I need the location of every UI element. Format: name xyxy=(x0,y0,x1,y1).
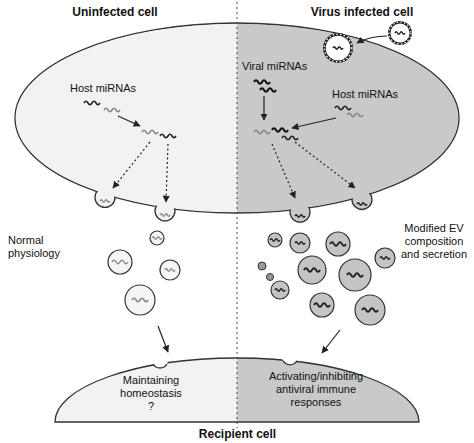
recipient-cell: Recipient cell Maintaining homeostasis ? A… xyxy=(55,352,420,443)
cell-half: Virus infected cellViral miRNAsHost miRN… xyxy=(237,0,459,232)
cell-membrane xyxy=(237,358,419,422)
vesicle xyxy=(258,262,266,270)
cell-text: Maintaining homeostasis ? xyxy=(118,374,184,413)
mirna xyxy=(347,273,363,277)
cell-fill xyxy=(55,358,237,422)
cell-membrane xyxy=(15,23,237,213)
cell-half: Activating/inhibiting antiviral immune r… xyxy=(237,352,420,424)
vesicle xyxy=(125,285,155,315)
mirna xyxy=(112,260,128,264)
vesicle xyxy=(355,295,385,325)
vesicle xyxy=(339,259,371,291)
viral-genome xyxy=(395,32,405,35)
vesicle xyxy=(108,250,132,274)
virus-core xyxy=(390,23,409,42)
vesicle xyxy=(160,260,180,280)
annotation: Normal physiology xyxy=(8,234,68,260)
uptake-site xyxy=(153,364,167,368)
cell-text: Viral miRNAs xyxy=(242,60,322,73)
arrow xyxy=(322,330,340,353)
mirna xyxy=(380,257,390,260)
mirna xyxy=(295,242,305,245)
arrow xyxy=(158,326,168,352)
mirna xyxy=(132,298,148,302)
cell-text: Host miRNAs xyxy=(70,82,150,95)
vesicle xyxy=(326,232,350,256)
cell-outline xyxy=(237,0,459,232)
cell-title: Uninfected cell xyxy=(45,6,185,19)
mirna xyxy=(330,242,346,246)
cell-title: Virus infected cell xyxy=(287,6,437,19)
vesicle xyxy=(290,233,310,253)
mirna xyxy=(165,269,175,272)
cell-fill xyxy=(15,23,237,213)
cell-fill xyxy=(237,23,459,213)
cell-membrane xyxy=(237,23,459,213)
mirna xyxy=(314,303,330,307)
mirna xyxy=(362,308,378,312)
vesicle xyxy=(268,233,282,247)
cell-text: Host miRNAs xyxy=(332,88,412,101)
cell-fill xyxy=(237,24,458,212)
vesicle xyxy=(375,248,395,268)
cell-half: Uninfected cellHost miRNAs xyxy=(15,0,237,232)
uptake-site xyxy=(282,349,298,365)
virus xyxy=(388,21,412,45)
cell-half: Maintaining homeostasis ? xyxy=(55,352,237,424)
cell-outline xyxy=(15,0,237,232)
cell-title: Recipient cell xyxy=(55,428,420,441)
uptake-site xyxy=(283,361,297,365)
annotation: Modified EV composition and secretion xyxy=(394,222,474,261)
vesicle xyxy=(267,274,274,281)
virus-spikes xyxy=(389,22,411,44)
vesicle xyxy=(150,231,164,245)
vesicle xyxy=(310,293,334,317)
cell-fill xyxy=(237,358,419,422)
mirna xyxy=(152,237,162,240)
mirna xyxy=(270,239,280,242)
vesicle xyxy=(298,256,326,284)
cell-membrane xyxy=(55,358,237,422)
vesicle xyxy=(271,281,289,299)
cell-fill xyxy=(16,24,237,212)
cell-text: Activating/inhibiting antiviral immune r… xyxy=(261,370,371,409)
mirna xyxy=(275,289,285,292)
uptake-site xyxy=(152,352,168,368)
mirna xyxy=(304,268,320,272)
